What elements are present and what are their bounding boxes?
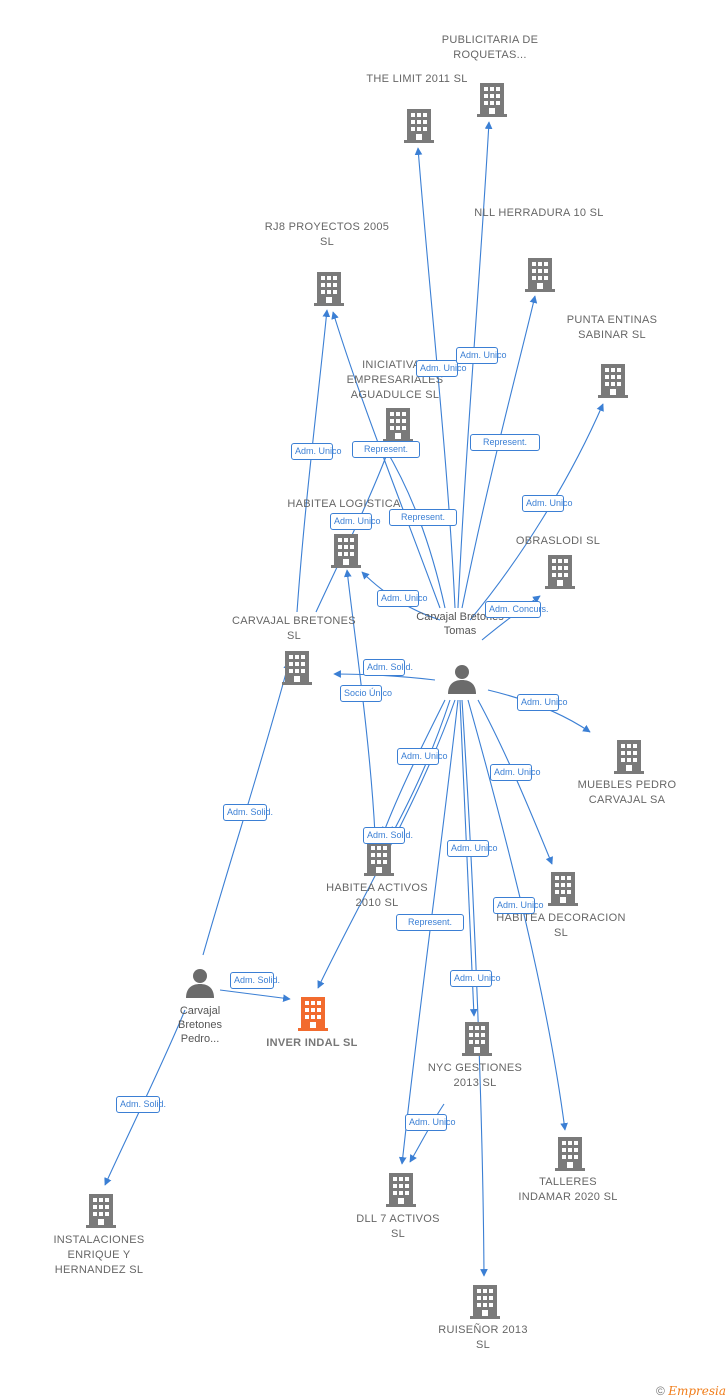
relation-badge[interactable]: Represent.: [396, 914, 464, 931]
relation-badge[interactable]: Adm. Solid.: [363, 659, 413, 676]
relation-badge[interactable]: Adm. Unico: [330, 513, 381, 530]
company-label: INICIATIVAS EMPRESARIALES AGUADULCE SL: [346, 359, 444, 401]
building-icon: [383, 408, 413, 442]
relation-badge[interactable]: Adm. Concurs.: [485, 601, 549, 618]
edge-thelimit: [414, 147, 456, 609]
building-icon: [364, 842, 394, 876]
company-label: TALLERES INDAMAR 2020 SL: [518, 1176, 618, 1203]
company-label: MUEBLES PEDRO CARVAJAL SA: [577, 779, 677, 806]
edge-nll: [461, 295, 538, 609]
relation-badge[interactable]: Represent.: [389, 509, 457, 526]
relation-badge[interactable]: Adm. Unico: [405, 1114, 456, 1131]
building-icon: [314, 272, 344, 306]
building-icon: [386, 1173, 416, 1207]
building-icon: [545, 555, 575, 589]
building-icon: [614, 740, 644, 774]
building-icon: [555, 1137, 585, 1171]
relation-badge[interactable]: Adm. Unico: [490, 764, 541, 781]
building-icon: [477, 83, 507, 117]
brand-label: Empresia: [668, 1384, 726, 1398]
relation-badge[interactable]: Adm. Unico: [447, 840, 498, 857]
building-icon: [548, 872, 578, 906]
building-icon: [525, 258, 555, 292]
relation-badge[interactable]: Adm. Unico: [522, 495, 573, 512]
edge-punta: [469, 403, 604, 621]
relation-badge[interactable]: Adm. Unico: [493, 897, 544, 914]
company-label: NLL HERRADURA 10 SL: [474, 207, 604, 219]
company-label: INSTALACIONES ENRIQUE Y HERNANDEZ SL: [53, 1234, 145, 1276]
building-icon: [404, 109, 434, 143]
edge-activos: [381, 699, 446, 835]
company-label: PUBLICITARIA DE ROQUETAS...: [441, 34, 539, 61]
relation-badge[interactable]: Socio Único: [340, 685, 392, 702]
relation-badge[interactable]: Represent.: [352, 441, 420, 458]
company-label: HABITEA DECORACION SL: [496, 912, 626, 939]
relation-badge[interactable]: Adm. Unico: [397, 748, 448, 765]
relation-badge[interactable]: Adm. Unico: [291, 443, 342, 460]
company-label: RUISEÑOR 2013 SL: [438, 1324, 528, 1351]
company-label: DLL 7 ACTIVOS SL: [356, 1213, 440, 1240]
edge-carvajal-rj8: [296, 309, 331, 613]
edge-pedro-inver: [219, 989, 291, 1002]
relation-badge[interactable]: Adm. Solid.: [363, 827, 413, 844]
relation-badge[interactable]: Adm. Unico: [450, 970, 501, 987]
person-icon: [447, 664, 477, 694]
person-label: Carvajal Bretones Tomas: [416, 611, 504, 637]
edge-nyc: [459, 699, 478, 1017]
building-icon: [298, 997, 328, 1031]
person-icon: [185, 968, 215, 998]
building-icon: [86, 1194, 116, 1228]
company-label: PUNTA ENTINAS SABINAR SL: [566, 314, 658, 341]
edge-iniciativas: [384, 447, 446, 609]
company-label: OBRASLODI SL: [515, 535, 601, 547]
edge-talleres: [467, 699, 568, 1131]
company-label: HABITEA ACTIVOS 2010 SL: [326, 882, 428, 909]
company-label: HABITEA LOGISTICA: [287, 498, 401, 510]
relation-badge[interactable]: Adm. Unico: [517, 694, 568, 711]
relation-badge[interactable]: Adm. Unico: [416, 360, 467, 377]
building-icon: [462, 1022, 492, 1056]
relation-badge[interactable]: Represent.: [470, 434, 540, 451]
edge-ruisenor: [461, 699, 488, 1277]
company-label: THE LIMIT 2011 SL: [366, 73, 468, 85]
building-icon: [598, 364, 628, 398]
edge-nyc-dll7: [409, 1103, 445, 1163]
building-icon: [282, 651, 312, 685]
edge-decoracion: [477, 699, 553, 865]
relation-badge[interactable]: Adm. Solid.: [230, 972, 280, 989]
company-label: RJ8 PROYECTOS 2005 SL: [264, 221, 390, 248]
company-label: NYC GESTIONES 2013 SL: [427, 1062, 523, 1089]
relation-badge[interactable]: Adm. Solid.: [116, 1096, 166, 1113]
relation-badge[interactable]: Adm. Unico: [456, 347, 507, 364]
edge-activos2: [391, 699, 451, 835]
building-icon: [470, 1285, 500, 1319]
person-label: Carvajal Bretones Pedro...: [177, 1005, 223, 1045]
copyright-icon: ©: [656, 1384, 665, 1398]
edge-activos-logistica: [343, 569, 376, 835]
relation-badge[interactable]: Adm. Unico: [377, 590, 428, 607]
company-label: INVER INDAL SL: [266, 1037, 358, 1049]
building-icon: [331, 534, 361, 568]
relation-badge[interactable]: Adm. Solid.: [223, 804, 273, 821]
company-label: CARVAJAL BRETONES SL: [232, 615, 356, 642]
footer-brand[interactable]: © Empresia: [656, 1384, 726, 1398]
